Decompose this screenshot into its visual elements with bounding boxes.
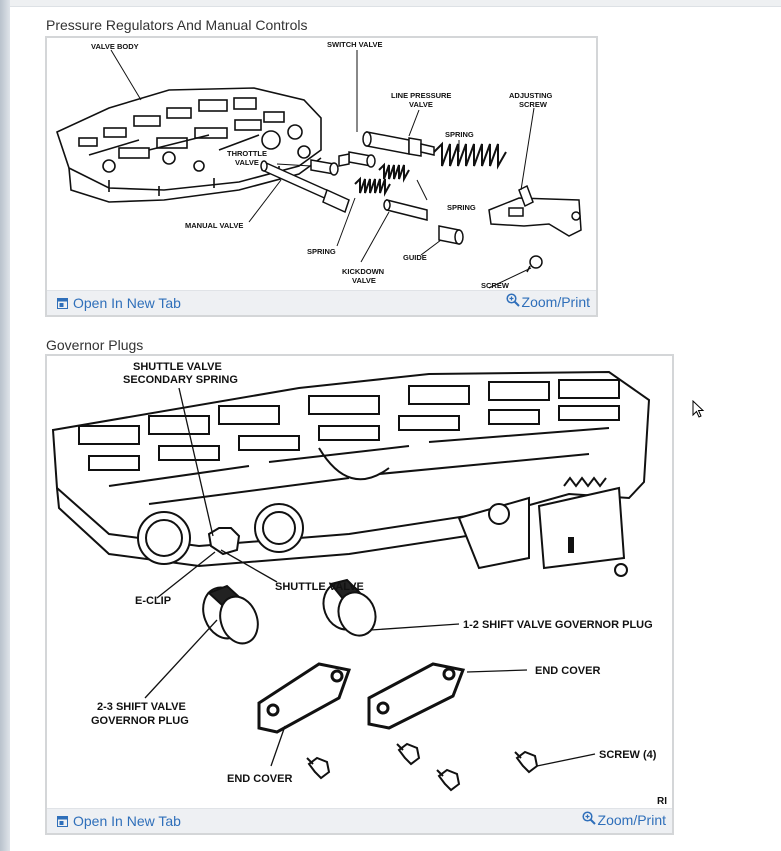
- label-spring-top: SPRING: [445, 130, 474, 139]
- zoom-icon: [505, 293, 520, 310]
- label-kickdown-2: VALVE: [352, 276, 376, 285]
- label-guide: GUIDE: [403, 253, 427, 262]
- label-screw-4: SCREW (4): [599, 749, 657, 761]
- small-spring-illustration: [354, 176, 391, 197]
- open-tab-icon: [57, 296, 68, 312]
- content-panel: Pressure Regulators And Manual Controls: [10, 0, 781, 851]
- label-screw: SCREW: [481, 281, 510, 290]
- label-line-pressure-2: VALVE: [409, 100, 433, 109]
- open-in-new-tab-link[interactable]: Open In New Tab: [57, 813, 181, 830]
- adjusting-screw-illustration: [488, 184, 582, 237]
- label-2-3-plug-1: 2-3 SHIFT VALVE: [97, 701, 186, 713]
- label-adjusting-1: ADJUSTING: [509, 91, 553, 100]
- mouse-cursor-icon: [692, 400, 705, 418]
- spring-illustration: [433, 141, 507, 170]
- throttle-valve-illustration: [310, 159, 339, 176]
- label-throttle-1: THROTTLE: [227, 149, 267, 158]
- spring-right-illustration: [378, 162, 410, 183]
- label-e-clip: E-CLIP: [135, 595, 171, 607]
- plug-2-3-illustration: [202, 584, 259, 645]
- label-shuttle-secondary-1: SHUTTLE VALVE: [133, 361, 222, 373]
- figure-card: SHUTTLE VALVE SECONDARY SPRING E-CLIP SH…: [45, 354, 674, 835]
- figure-title: Governor Plugs: [46, 337, 144, 353]
- pressure-regulators-diagram[interactable]: VALVE BODY SWITCH VALVE LINE PRESSURE VA…: [49, 40, 598, 293]
- line-pressure-valve-illustration: [362, 131, 435, 157]
- open-in-new-tab-label: Open In New Tab: [73, 295, 181, 311]
- label-corner-mark: RI: [657, 796, 667, 807]
- label-1-2-plug: 1-2 SHIFT VALVE GOVERNOR PLUG: [463, 619, 653, 631]
- end-cover-right-illustration: [367, 662, 466, 730]
- kickdown-valve-illustration: [383, 199, 428, 221]
- top-band: [10, 0, 781, 7]
- screw-illustration: [526, 255, 543, 273]
- zoom-print-link[interactable]: Zoom/Print: [581, 811, 666, 828]
- switch-valve-illustration: [338, 151, 376, 168]
- zoom-print-link[interactable]: Zoom/Print: [505, 293, 590, 310]
- figure-toolbar: Open In New Tab Zoom/Print: [47, 808, 672, 833]
- zoom-print-label: Zoom/Print: [597, 812, 666, 828]
- label-throttle-2: VALVE: [235, 158, 259, 167]
- open-in-new-tab-link[interactable]: Open In New Tab: [57, 295, 181, 312]
- zoom-print-label: Zoom/Print: [521, 294, 590, 310]
- figure-title: Pressure Regulators And Manual Controls: [46, 17, 308, 33]
- label-shuttle-secondary-2: SECONDARY SPRING: [123, 374, 238, 386]
- label-spring-right: SPRING: [447, 203, 476, 212]
- label-adjusting-2: SCREW: [519, 100, 548, 109]
- label-switch-valve: SWITCH VALVE: [327, 40, 383, 49]
- label-valve-body: VALVE BODY: [91, 42, 139, 51]
- open-in-new-tab-label: Open In New Tab: [73, 813, 181, 829]
- label-shuttle-valve: SHUTTLE VALVE: [275, 581, 364, 593]
- label-spring-bottom: SPRING: [307, 247, 336, 256]
- figure-toolbar: Open In New Tab Zoom/Print: [47, 290, 596, 315]
- label-line-pressure-1: LINE PRESSURE: [391, 91, 451, 100]
- valve-body-illustration: [51, 370, 651, 577]
- leader-lines: [110, 49, 535, 289]
- guide-illustration: [438, 225, 464, 245]
- zoom-icon: [581, 811, 596, 828]
- governor-plugs-diagram[interactable]: SHUTTLE VALVE SECONDARY SPRING E-CLIP SH…: [49, 358, 674, 811]
- label-manual-valve: MANUAL VALVE: [185, 221, 243, 230]
- manual-valve-illustration: [260, 160, 350, 214]
- label-kickdown-1: KICKDOWN: [342, 267, 384, 276]
- leader-lines: [144, 387, 596, 767]
- figure-card: VALVE BODY SWITCH VALVE LINE PRESSURE VA…: [45, 36, 598, 317]
- plug-1-2-illustration: [322, 578, 377, 637]
- end-cover-left-illustration: [257, 662, 351, 734]
- label-end-cover-left: END COVER: [227, 773, 292, 785]
- label-end-cover-right: END COVER: [535, 665, 600, 677]
- label-2-3-plug-2: GOVERNOR PLUG: [91, 715, 189, 727]
- screws-illustration: [306, 742, 539, 792]
- open-tab-icon: [57, 814, 68, 830]
- valve-body-illustration: [56, 87, 322, 203]
